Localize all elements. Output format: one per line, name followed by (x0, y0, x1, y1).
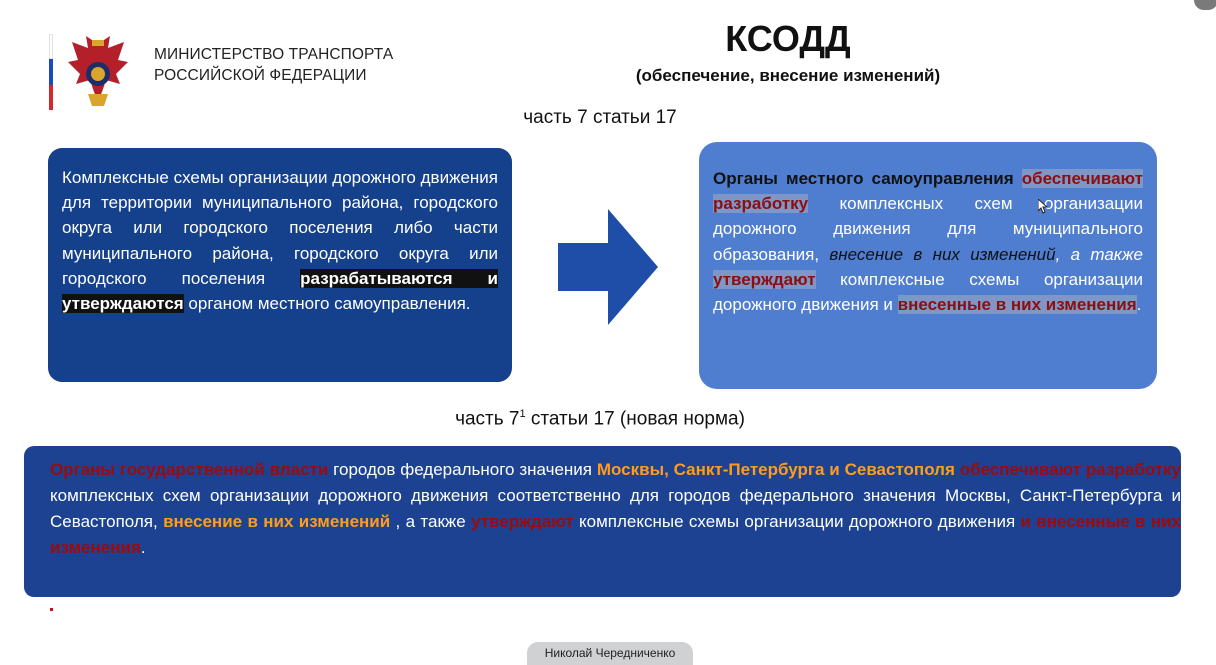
left-text-c: органом местного самоуправления. (183, 294, 471, 314)
bottom-text-6: комплексных схем организации дорожного д… (50, 486, 1181, 531)
right-text-box: Органы местного самоуправления обеспечив… (699, 142, 1157, 389)
slide-title: КСОДД (725, 18, 851, 59)
mouse-pointer-icon (1037, 197, 1049, 219)
right-text-4: внесение в них изменений (829, 244, 1056, 264)
bottom-text-11: и внесенные в них изменения (50, 512, 1181, 557)
emblem-icon (66, 34, 130, 110)
part-7-label: часть 7 статьи 17 (523, 107, 677, 128)
red-dot (50, 608, 53, 611)
bottom-text-2: городов федерального значения (328, 460, 597, 479)
bottom-text-10: комплексные схемы организации дорожного … (573, 512, 1021, 531)
ministry-name: МИНИСТЕРСТВО ТРАНСПОРТА РОССИЙСКОЙ ФЕДЕР… (154, 44, 393, 86)
right-text-6: утверждают (713, 269, 816, 289)
flag-bar (49, 34, 53, 110)
bottom-text-5: обеспечивают разработку (959, 460, 1181, 479)
left-text-a: Комплексные схемы организации дорожного … (62, 168, 498, 288)
right-text-1: Органы местного самоуправления (713, 169, 1014, 188)
part-7-1-sup: 1 (519, 408, 526, 420)
bottom-text-9: утверждают (471, 512, 574, 531)
right-text-7: комплексные схемы организации дорожного … (713, 269, 1143, 315)
ministry-line-2: РОССИЙСКОЙ ФЕДЕРАЦИИ (154, 67, 367, 84)
right-text-3: комплексных схем организации дорожного д… (713, 194, 1143, 264)
right-text-5: , а также (1055, 244, 1143, 264)
slide-subtitle: (обеспечение, внесение изменений) (635, 66, 941, 85)
bottom-text-12: . (140, 538, 146, 557)
part-7-1-post: статьи 17 (новая норма) (525, 408, 745, 430)
ministry-line-1: МИНИСТЕРСТВО ТРАНСПОРТА (154, 46, 394, 63)
right-arrow-icon (558, 209, 658, 325)
bottom-text-3: Москвы, Санкт-Петербурга и Севастополя (596, 460, 955, 479)
bottom-text-box: Органы государственной власти городов фе… (24, 446, 1181, 597)
bottom-text-1: Органы государственной власти (50, 460, 329, 479)
left-text-box: Комплексные схемы организации дорожного … (48, 148, 512, 382)
right-text-8: внесенные в них изменения (897, 295, 1137, 315)
right-text-9: . (1136, 295, 1142, 315)
corner-control-button[interactable] (1194, 0, 1216, 10)
bottom-text-7: внесение в них изменений (163, 512, 391, 531)
bottom-text-8: , а также (390, 512, 472, 531)
part-7-1-pre: часть 7 (455, 408, 520, 430)
part-7-1-label: часть 71 статьи 17 (новая норма) (400, 408, 800, 430)
speaker-name-tag: Николай Чередниченко (527, 642, 693, 665)
